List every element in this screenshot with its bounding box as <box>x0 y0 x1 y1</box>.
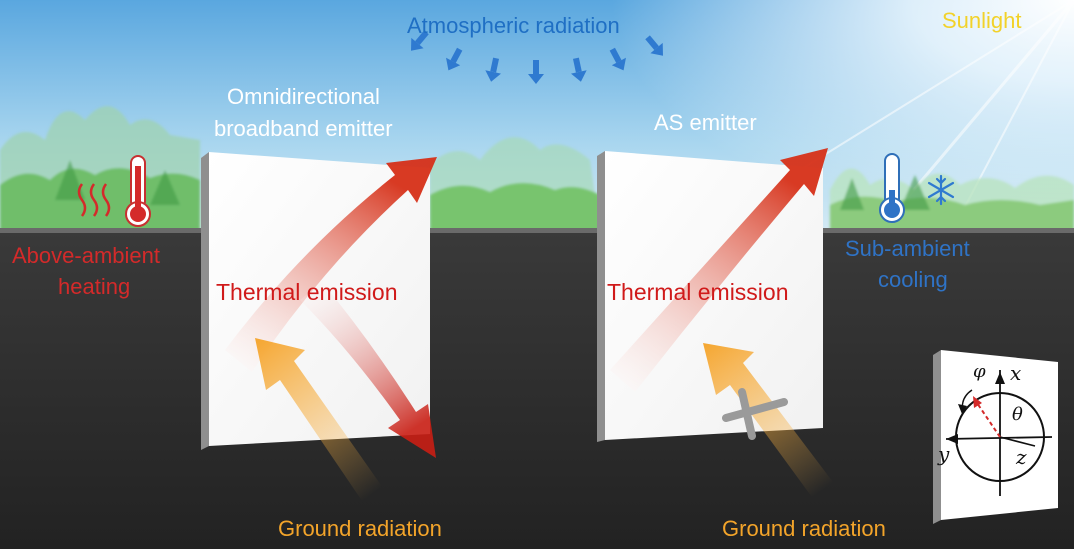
horizon-edge <box>0 228 1074 233</box>
inset-z-label: z <box>1016 445 1027 469</box>
thermometer-cold-icon <box>879 153 905 223</box>
inset-phi-label: φ <box>973 361 986 382</box>
atmospheric-arrows <box>411 30 663 84</box>
atmospheric-radiation-label: Atmospheric radiation <box>407 13 620 38</box>
omnidirectional-label-line2: broadband emitter <box>214 116 393 141</box>
thermometer-hot-icon <box>125 155 151 227</box>
above-ambient-label-line2: heating <box>58 274 131 299</box>
coordinate-inset <box>933 350 1058 524</box>
thermal-emission-label-right: Thermal emission <box>607 279 789 305</box>
ground-radiation-arrow-right <box>703 343 845 515</box>
inset-theta-label: θ <box>1012 404 1023 425</box>
inset-y-label: y <box>938 442 950 466</box>
thermal-emission-label-left: Thermal emission <box>216 279 398 305</box>
sub-ambient-label-line2: cooling <box>878 267 948 292</box>
sub-ambient-label-line1: Sub-ambient <box>845 236 970 261</box>
thermal-emission-up-arrow-left <box>225 157 437 372</box>
as-emitter-label: AS emitter <box>654 110 757 135</box>
ground-radiation-label-left: Ground radiation <box>278 516 442 541</box>
thermal-emission-up-arrow-right <box>610 148 828 392</box>
ground-radiation-label-right: Ground radiation <box>722 516 886 541</box>
blocked-cross-icon <box>722 388 788 440</box>
ground-radiation-arrow-left <box>255 338 395 520</box>
thermal-emission-down-arrow-left <box>300 282 436 458</box>
snowflake-icon <box>927 174 955 206</box>
sunlight-label: Sunlight <box>942 8 1022 33</box>
inset-x-label: x <box>1010 361 1022 385</box>
above-ambient-label-line1: Above-ambient <box>12 243 160 268</box>
omnidirectional-label-line1: Omnidirectional <box>227 84 380 109</box>
heat-waves-icon <box>77 183 111 217</box>
asphalt-ground <box>0 228 1074 549</box>
